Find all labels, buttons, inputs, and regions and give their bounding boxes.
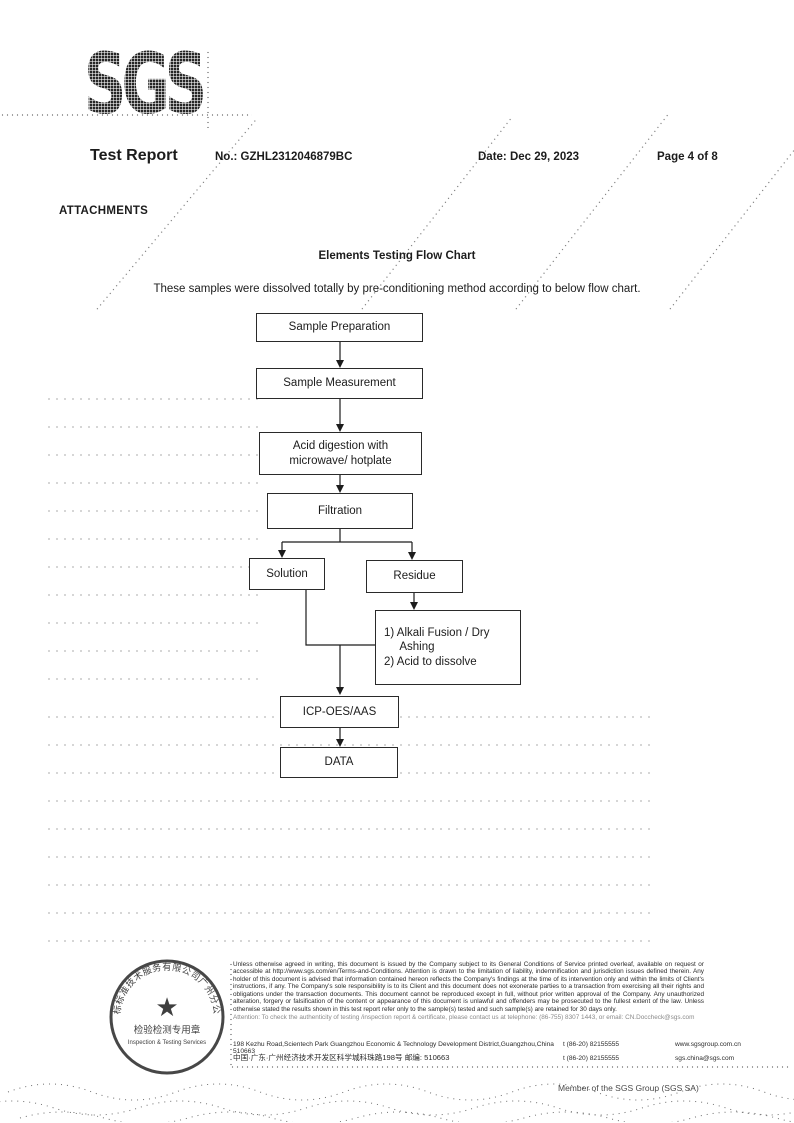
flowchart-intro-text: These samples were dissolved totally by … xyxy=(153,283,641,295)
watermark-diagonal-line xyxy=(514,112,670,312)
sgs-logo: SGS xyxy=(84,35,234,133)
footer-address-row-cn: 中国·广东·广州经济技术开发区科学城科珠路198号 邮编: 510663 t (… xyxy=(233,1052,789,1063)
flow-node-acid-digestion: Acid digestion with microwave/ hotplate xyxy=(259,432,422,475)
footer-divider-vertical xyxy=(230,962,232,1066)
inspection-stamp: 通标标准技术服务有限公司广州分公司 ★ 检验检测专用章 Inspection &… xyxy=(106,956,225,1075)
website: www.sgsgroup.com.cn xyxy=(675,1041,741,1048)
flow-node-solution: Solution xyxy=(249,558,325,590)
logo-sideline-dotted xyxy=(207,50,209,128)
flow-node-sample-measurement: Sample Measurement xyxy=(256,368,423,399)
report-date: Date: Dec 29, 2023 xyxy=(478,151,580,163)
watermark-dot-grid-left xyxy=(45,385,260,703)
watermark-dot-grid-bottom xyxy=(45,703,650,963)
flow-node-sample-preparation: Sample Preparation xyxy=(256,313,423,342)
stamp-title-cn: 检验检测专用章 xyxy=(134,1024,201,1036)
footer-separator-dotted xyxy=(230,1066,790,1068)
report-title: Test Report xyxy=(90,147,178,164)
member-note: Member of the SGS Group (SGS SA) xyxy=(558,1083,699,1093)
footer-address-row-en: 198 Kezhu Road,Scientech Park Guangzhou … xyxy=(233,1041,789,1055)
email: sgs.china@sgs.com xyxy=(675,1055,735,1062)
flow-node-residue: Residue xyxy=(366,560,463,593)
stamp-star-icon: ★ xyxy=(155,992,178,1022)
flow-node-data: DATA xyxy=(280,747,398,778)
attachments-heading: ATTACHMENTS xyxy=(59,205,149,217)
flowchart-title: Elements Testing Flow Chart xyxy=(318,250,476,262)
phone-en: t (86-20) 82155555 xyxy=(563,1041,620,1048)
footer-disclaimer: Unless otherwise agreed in writing, this… xyxy=(233,961,704,1013)
stamp-subtitle-en: Inspection & Testing Services xyxy=(128,1040,206,1046)
stamp-ring xyxy=(109,959,225,1075)
report-number: No.: GZHL2312046879BC xyxy=(215,151,353,163)
sgs-logo-text: SGS xyxy=(84,35,207,133)
address-cn: 中国·广东·广州经济技术开发区科学城科珠路198号 邮编: 510663 xyxy=(233,1053,450,1062)
logo-underline-dotted xyxy=(0,114,252,116)
flow-node-icp-oes-aas: ICP-OES/AAS xyxy=(280,696,399,728)
page-indicator: Page 4 of 8 xyxy=(657,151,718,163)
footer-attention-note: Attention: To check the authenticity of … xyxy=(233,1014,695,1021)
flow-node-filtration: Filtration xyxy=(267,493,413,529)
arrowheads xyxy=(278,360,418,747)
phone-cn: t (86-20) 82155555 xyxy=(563,1055,620,1062)
address-en: 198 Kezhu Road,Scientech Park Guangzhou … xyxy=(233,1041,554,1055)
watermark-diagonal-line xyxy=(668,112,794,312)
flow-node-alkali-fusion: 1) Alkali Fusion / Dry Ashing 2) Acid to… xyxy=(375,610,521,685)
